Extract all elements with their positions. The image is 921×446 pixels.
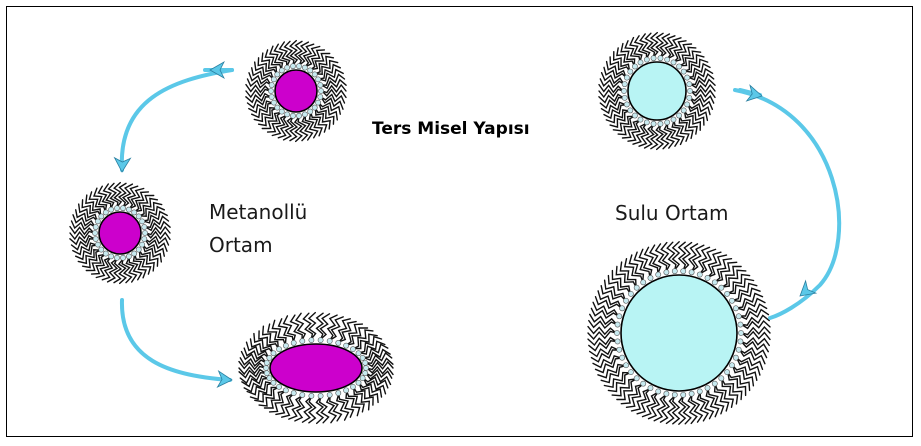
aqueous-micelle-large	[588, 242, 770, 424]
methanol-label-line2: Ortam	[209, 233, 273, 257]
aqueous-micelle-large-core	[621, 275, 737, 391]
methanol-micelle-middle	[70, 183, 170, 284]
arrow-middle-to-bottom	[122, 300, 233, 388]
arrow-aqueous-start	[740, 85, 764, 104]
aqueous-label: Sulu Ortam	[615, 201, 729, 225]
methanol-label-line1: Metanollü	[209, 200, 307, 224]
methanol-micelle-top	[246, 41, 346, 142]
methanol-micelle-top-core	[275, 70, 317, 112]
methanol-micelle-middle-core	[99, 212, 141, 254]
aqueous-micelle-top	[599, 33, 715, 150]
methanol-micelle-bottom-core	[270, 344, 362, 392]
aqueous-micelle-top-core	[628, 62, 686, 120]
methanol-micelle-bottom	[239, 313, 393, 424]
diagram-title: Ters Misel Yapısı	[372, 119, 530, 139]
arrow-top-to-middle	[114, 70, 232, 172]
